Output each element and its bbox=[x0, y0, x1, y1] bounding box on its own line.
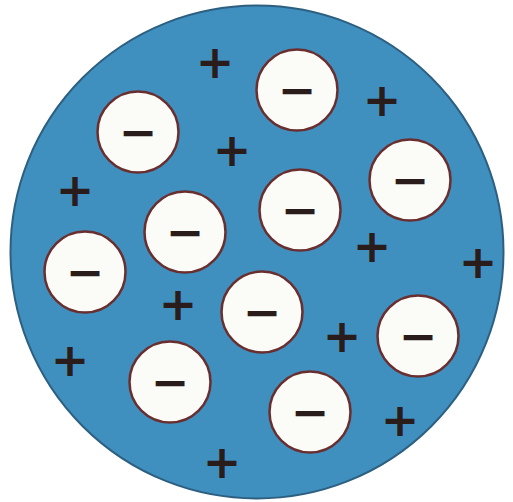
electron: − bbox=[376, 294, 460, 378]
sphere-fill bbox=[11, 6, 504, 499]
negative-charge: − bbox=[243, 289, 282, 335]
positive-charge: + bbox=[459, 239, 498, 285]
negative-charge: − bbox=[291, 389, 330, 435]
electron-fill bbox=[98, 92, 179, 173]
electron-fill bbox=[222, 272, 303, 353]
electron-fill bbox=[378, 296, 459, 377]
electron: − bbox=[128, 340, 212, 424]
negative-charge: − bbox=[166, 209, 205, 255]
electron: − bbox=[268, 370, 352, 454]
electron: − bbox=[255, 48, 339, 132]
electron-fill bbox=[257, 50, 338, 131]
negative-charge: − bbox=[278, 67, 317, 113]
positive-charge: + bbox=[159, 281, 198, 327]
electron: − bbox=[220, 270, 304, 354]
negative-charge: − bbox=[399, 313, 438, 359]
electron: − bbox=[43, 230, 127, 314]
negative-charge: − bbox=[119, 109, 158, 155]
positive-charge: + bbox=[363, 77, 402, 123]
negative-charge: − bbox=[151, 359, 190, 405]
positive-charge: + bbox=[51, 337, 90, 383]
positive-charge: + bbox=[203, 439, 242, 485]
electron-fill bbox=[370, 140, 451, 221]
negative-charge: − bbox=[391, 157, 430, 203]
positive-charge: + bbox=[381, 397, 420, 443]
electron: − bbox=[96, 90, 180, 174]
positive-charge: + bbox=[323, 313, 362, 359]
electron-fill bbox=[145, 192, 226, 273]
negative-charge: − bbox=[281, 187, 320, 233]
electron-fill bbox=[270, 372, 351, 453]
positive-charge: + bbox=[353, 223, 392, 269]
electron: − bbox=[143, 190, 227, 274]
negative-charge: − bbox=[66, 249, 105, 295]
electron: − bbox=[368, 138, 452, 222]
electron-fill bbox=[260, 170, 341, 251]
electron-fill bbox=[130, 342, 211, 423]
electron-fill bbox=[45, 232, 126, 313]
electron: − bbox=[258, 168, 342, 252]
positive-charge: + bbox=[213, 127, 252, 173]
positive-sphere: +++++++++++−−−−−−−−−− bbox=[9, 4, 505, 500]
positive-charge: + bbox=[196, 39, 235, 85]
positive-charge: + bbox=[56, 167, 95, 213]
